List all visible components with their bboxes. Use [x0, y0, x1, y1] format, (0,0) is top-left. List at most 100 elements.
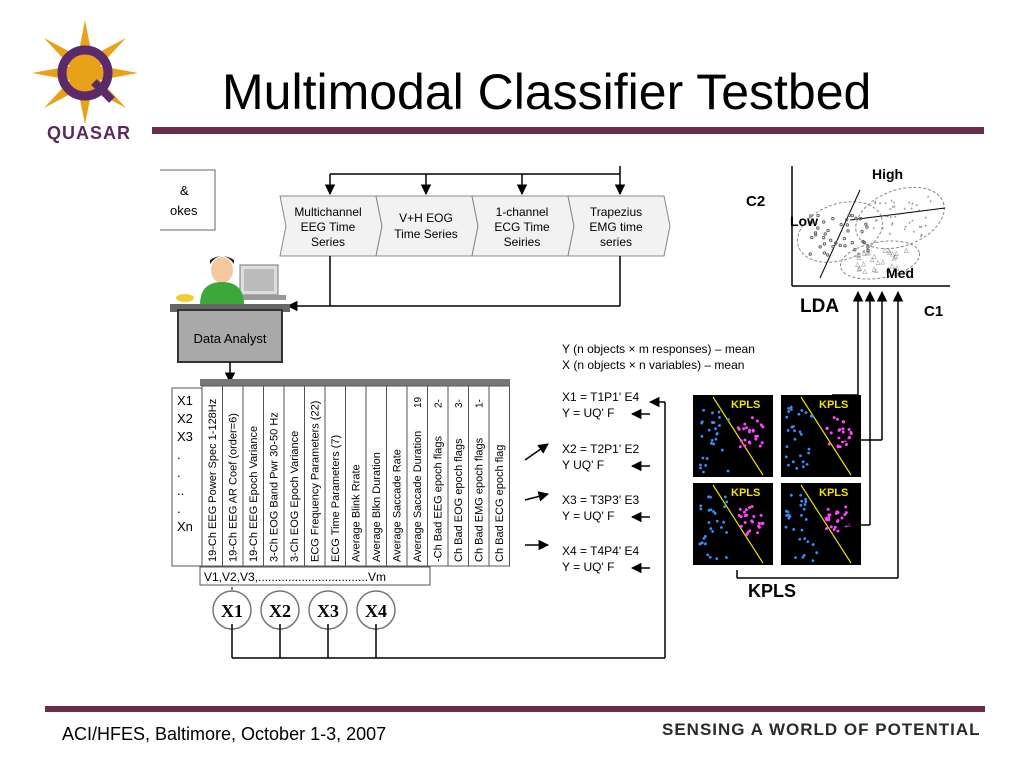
- scatter-point: *: [882, 228, 885, 234]
- variables-label: V1,V2,V3,...............................…: [204, 570, 386, 584]
- collection-lines: [286, 256, 621, 312]
- scatter-point: *: [898, 214, 901, 220]
- scatter-point: *: [925, 217, 928, 223]
- scatter-point: [808, 252, 812, 256]
- title-divider: [152, 127, 984, 134]
- scatter-point: △: [856, 252, 861, 258]
- feature-column-label: Average Saccade Rate: [392, 449, 404, 562]
- equation-line: X2 = T2P1' E2: [562, 442, 639, 456]
- row-label: .: [177, 501, 181, 516]
- scatter-point: [829, 238, 833, 242]
- classifier-diagram: & okes Multichannel EEG Time Series V+H …: [160, 160, 960, 690]
- scatter-point: *: [918, 210, 921, 216]
- equation-line: Y = UQ' F: [562, 406, 614, 420]
- scatter-point: [816, 213, 820, 218]
- source-box-eeg: Multichannel EEG Time Series: [279, 195, 383, 257]
- scatter-point: [822, 220, 826, 224]
- kpls-tile: KPLS: [781, 395, 861, 477]
- scatter-point: △: [855, 262, 860, 268]
- scatter-point: *: [920, 226, 923, 232]
- scatter-point: [846, 229, 850, 233]
- kpls-tile-label: KPLS: [819, 399, 848, 411]
- scatter-point: △: [893, 254, 898, 260]
- scatter-point: *: [887, 216, 890, 222]
- equations: X1 = T1P1' E4Y = UQ' FX2 = T2P1' E2Y UQ'…: [562, 390, 650, 574]
- scatter-point: [813, 233, 818, 237]
- scatter-point: [810, 235, 814, 240]
- row-label: X3: [177, 429, 193, 444]
- scatter-point: △: [894, 251, 899, 257]
- svg-text:Time Series: Time Series: [394, 227, 458, 241]
- scatter-label-high: High: [872, 166, 903, 182]
- scatter-point: △: [887, 268, 892, 274]
- x-circle-label: X3: [317, 601, 339, 621]
- scatter-point: △: [855, 253, 860, 259]
- scatter-point: △: [890, 264, 895, 270]
- x-connector-lines: [231, 396, 666, 659]
- scatter-point: *: [927, 196, 930, 202]
- scatter-point: △: [880, 259, 885, 265]
- svg-text:EEG Time: EEG Time: [301, 220, 356, 234]
- scatter-point: *: [893, 206, 896, 212]
- row-label: X1: [177, 393, 193, 408]
- legend-line-x: X (n objects × n variables) – mean: [562, 358, 744, 372]
- svg-text:series: series: [600, 235, 632, 249]
- scatter-point: *: [890, 200, 893, 206]
- kpls-tile: KPLS: [693, 395, 773, 477]
- feature-column-label: 19-Ch EEG Power Spec 1-128Hz: [207, 399, 219, 562]
- legend-line-y: Y (n objects × m responses) – mean: [562, 342, 755, 356]
- scatter-point: [831, 244, 835, 249]
- scatter-point: *: [919, 226, 922, 232]
- scatter-point: *: [875, 220, 878, 226]
- logo-ring-icon: [57, 45, 113, 101]
- kpls-connector-lines: [736, 290, 904, 579]
- scatter-point: [831, 216, 835, 221]
- logo-text: QUASAR: [47, 123, 132, 143]
- feature-column-label: 3-Ch EOG Epoch Variance: [289, 431, 301, 562]
- scatter-point: *: [913, 231, 916, 237]
- scatter-point: [844, 218, 849, 222]
- scatter-point: △: [872, 267, 877, 273]
- equation-line: Y = UQ' F: [562, 509, 614, 523]
- scatter-point: [864, 222, 868, 226]
- kpls-tile-label: KPLS: [731, 399, 760, 411]
- source-box-emg: Trapezius EMG time series: [567, 195, 671, 257]
- scatter-point: △: [857, 267, 862, 273]
- feature-column-top-label: 1-: [475, 399, 486, 408]
- scatter-point: [813, 231, 818, 235]
- scatter-point: *: [911, 220, 914, 226]
- scatter-point: *: [885, 215, 888, 221]
- scatter-point: △: [894, 266, 899, 272]
- source-box-eog: V+H EOG Time Series: [375, 195, 479, 257]
- scatter-point: [847, 213, 851, 218]
- feature-column-label: Ch Bad ECG epoch flag: [494, 445, 506, 562]
- scatter-point: *: [911, 203, 914, 209]
- feature-column-label: ECG Frequency Parameters (22): [310, 401, 322, 562]
- scatter-point: △: [857, 266, 862, 272]
- feature-column-label: 19-Ch EEG AR Coef (order=6): [228, 413, 240, 562]
- scatter-point: *: [920, 234, 923, 240]
- partial-box-line-2: okes: [170, 203, 198, 218]
- feature-column-top-label: 2-: [434, 399, 445, 408]
- row-label: X2: [177, 411, 193, 426]
- scatter-point: △: [857, 255, 862, 261]
- source-box-ecg: 1-channel ECG Time Seiries: [471, 195, 575, 257]
- row-label: ..: [177, 483, 184, 498]
- data-analyst-label: Data Analyst: [194, 331, 267, 346]
- scatter-point: *: [874, 202, 877, 208]
- svg-text:ECG Time: ECG Time: [494, 220, 550, 234]
- scatter-point: [858, 217, 863, 221]
- row-label: .: [177, 465, 181, 480]
- scatter-point: △: [866, 251, 871, 257]
- scatter-point: △: [876, 260, 881, 266]
- scatter-point: △: [883, 248, 888, 254]
- page-title: Multimodal Classifier Testbed: [222, 64, 872, 120]
- scatter-point: [826, 228, 830, 233]
- scatter-point: △: [904, 270, 909, 276]
- kpls-label: KPLS: [748, 581, 796, 601]
- svg-text:Series: Series: [311, 235, 345, 249]
- scatter-point: [816, 226, 820, 230]
- svg-text:EMG time: EMG time: [589, 220, 643, 234]
